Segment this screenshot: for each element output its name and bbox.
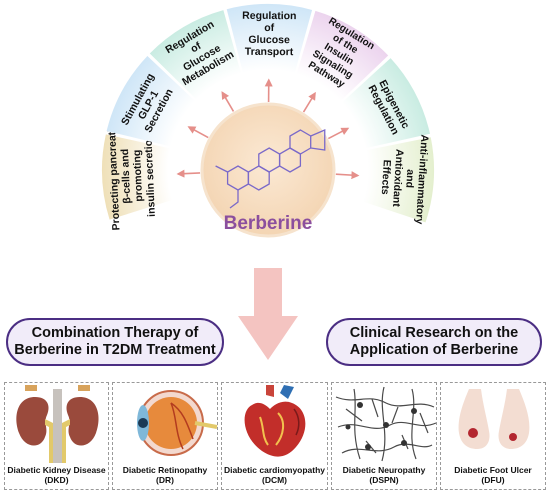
sector-6-line-3: Effects — [379, 159, 393, 195]
sector-4-arrow — [302, 91, 316, 113]
down-arrow — [238, 268, 298, 360]
sector-2-wedge — [149, 10, 242, 100]
sector-6-arrow — [335, 171, 360, 180]
tile-dr-label: Diabetic Retinopathy (DR) — [113, 465, 217, 485]
sector-1: StimulatingGLP-1Secretion — [106, 55, 196, 147]
tile-dfu-label: Diabetic Foot Ulcer (DFU) — [441, 465, 545, 485]
tile-dkd-line-2: (DKD) — [44, 475, 69, 485]
neuron-icon — [335, 386, 437, 462]
sector-6-line-2: Antioxidant — [390, 149, 406, 208]
sector-1-arrow — [187, 126, 209, 139]
sector-6: Anti-inflammatoryandAntioxidantEffects — [362, 132, 434, 225]
tile-dkd-label: Diabetic Kidney Disease (DKD) — [5, 465, 108, 485]
sector-2-arrow — [221, 91, 235, 112]
tile-dspn: Diabetic Neuropathy (DSPN) — [331, 382, 437, 490]
sector-5: EpigeneticRegulation — [341, 58, 431, 149]
eye-icon — [137, 390, 218, 456]
clinical-research-line-2: Application of Berberine — [349, 342, 519, 358]
foot-icon — [458, 389, 530, 449]
sector-3-line-2: Glucose — [248, 34, 290, 46]
clinical-research-box: Clinical Research on the Application of … — [326, 318, 542, 366]
sector-3-line-3: Transport — [245, 46, 294, 58]
sector-3-line-1: of — [264, 22, 275, 34]
tile-dcm: Diabetic cardiomyopathy (DCM) — [221, 382, 328, 490]
tile-dkd: Diabetic Kidney Disease (DKD) — [4, 382, 109, 490]
sector-5-wedge — [341, 58, 431, 149]
sector-3-wedge — [226, 3, 313, 74]
tile-dcm-line-1: Diabetic cardiomyopathy — [223, 465, 326, 475]
tile-dfu-line-1: Diabetic Foot Ulcer — [454, 465, 532, 475]
sector-0: Protecting pancreaticβ-cells andpromotin… — [101, 121, 173, 231]
sector-4-wedge — [296, 10, 389, 102]
sector-0-wedge — [101, 134, 173, 220]
sector-0-line-1: β-cells and — [119, 149, 133, 204]
center-circle — [200, 102, 336, 238]
center-label: Berberine — [224, 213, 313, 234]
sector-0-line-2: promoting — [131, 149, 145, 201]
sector-6-wedge — [362, 137, 434, 223]
tile-dr: Diabetic Retinopathy (DR) — [112, 382, 218, 490]
sector-0-line-3: insulin secretion — [142, 133, 158, 217]
sector-0-arrow — [176, 169, 201, 178]
tile-dcm-label: Diabetic cardiomyopathy (DCM) — [222, 465, 327, 485]
combination-therapy-box: Combination Therapy of Berberine in T2DM… — [6, 318, 224, 366]
combination-therapy-line-2: Berberine in T2DM Treatment — [14, 342, 216, 358]
sector-6-line-0: Anti-inflammatory — [413, 134, 430, 225]
sector-1-wedge — [106, 55, 196, 147]
sector-0-label: Protecting pancreaticβ-cells andpromotin… — [106, 121, 159, 231]
sector-6-line-1: and — [403, 169, 416, 188]
sector-0-line-0: Protecting pancreatic — [106, 123, 123, 231]
tile-dkd-line-1: Diabetic Kidney Disease — [7, 465, 106, 475]
tile-dspn-label: Diabetic Neuropathy (DSPN) — [332, 465, 436, 485]
heart-icon — [244, 385, 306, 457]
tile-dr-line-2: (DR) — [156, 475, 174, 485]
tile-dspn-line-1: Diabetic Neuropathy — [342, 465, 426, 475]
tile-dfu-line-2: (DFU) — [481, 475, 505, 485]
sector-6-label: Anti-inflammatoryandAntioxidantEffects — [377, 132, 430, 225]
kidney-icon — [16, 385, 99, 463]
tile-dcm-line-2: (DCM) — [261, 475, 288, 485]
clinical-research-line-1: Clinical Research on the — [349, 325, 519, 341]
combination-therapy-line-1: Combination Therapy of — [31, 325, 199, 341]
sector-2: RegulationofGlucoseMetabolism — [149, 10, 242, 100]
tile-dr-line-1: Diabetic Retinopathy — [122, 465, 208, 475]
tile-dfu: Diabetic Foot Ulcer (DFU) — [440, 382, 546, 490]
tile-dspn-line-2: (DSPN) — [369, 475, 399, 485]
berberine-molecule-icon — [215, 129, 326, 209]
sector-5-arrow — [327, 127, 350, 140]
sector-3-line-0: Regulation — [242, 10, 296, 22]
